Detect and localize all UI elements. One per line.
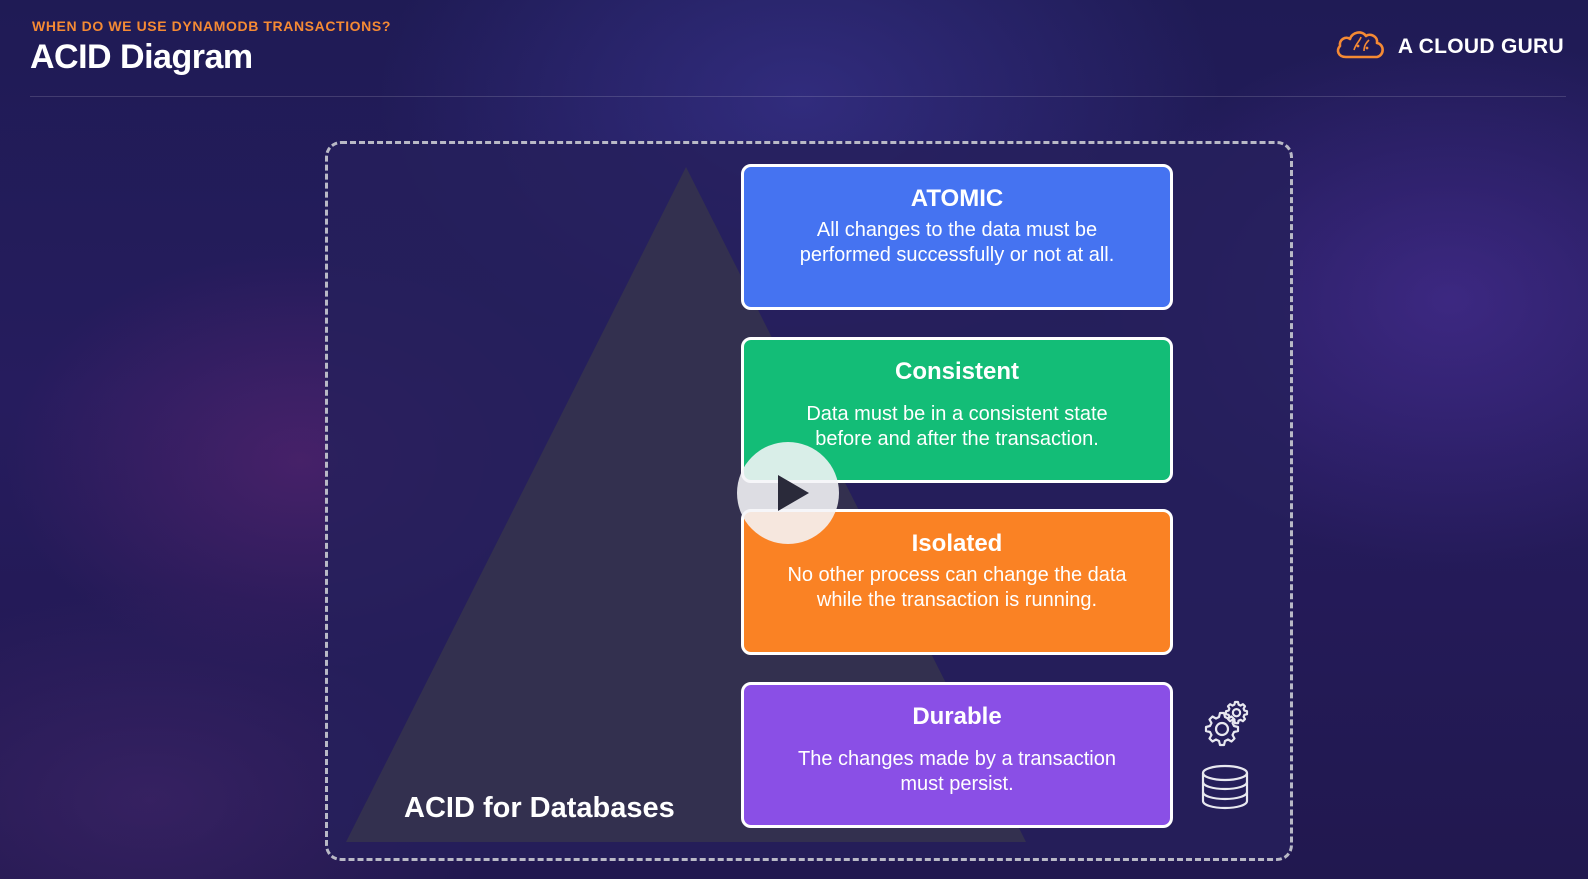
isolated-description: No other process can change the data whi… [787,564,1127,611]
consistent-description: Data must be in a consistent state befor… [806,403,1108,450]
atomic-title: ATOMIC [910,185,1004,212]
atomic-card: ATOMIC All changes to the data must be p… [741,164,1173,310]
durable-title: Durable [912,703,1002,730]
gears-icon [1200,699,1250,754]
isolated-title: Isolated [911,530,1003,557]
consistent-card: Consistent Data must be in a consistent … [741,337,1173,483]
play-icon [778,475,809,511]
header-divider [30,96,1566,97]
cloud-logo-icon [1334,28,1386,65]
consistent-title: Consistent [894,358,1019,385]
slide-title: ACID Diagram [30,38,253,76]
pyramid-shape [346,167,1026,842]
acid-diagram: ACID for Databases ATOMIC All changes to… [325,141,1293,861]
brand-logo: A CLOUD GURU [1334,28,1564,65]
pyramid-label: ACID for Databases [404,792,675,824]
logo-text: A CLOUD GURU [1397,34,1564,58]
atomic-description: All changes to the data must be performe… [799,219,1115,266]
play-button[interactable] [737,442,839,544]
isolated-card: Isolated No other process can change the… [741,509,1173,655]
slide-subtitle: WHEN DO WE USE DYNAMODB TRANSACTIONS? [32,18,391,34]
durable-description: The changes made by a transaction must p… [798,748,1116,795]
database-icon [1200,764,1250,817]
durable-card: Durable The changes made by a transactio… [741,682,1173,828]
